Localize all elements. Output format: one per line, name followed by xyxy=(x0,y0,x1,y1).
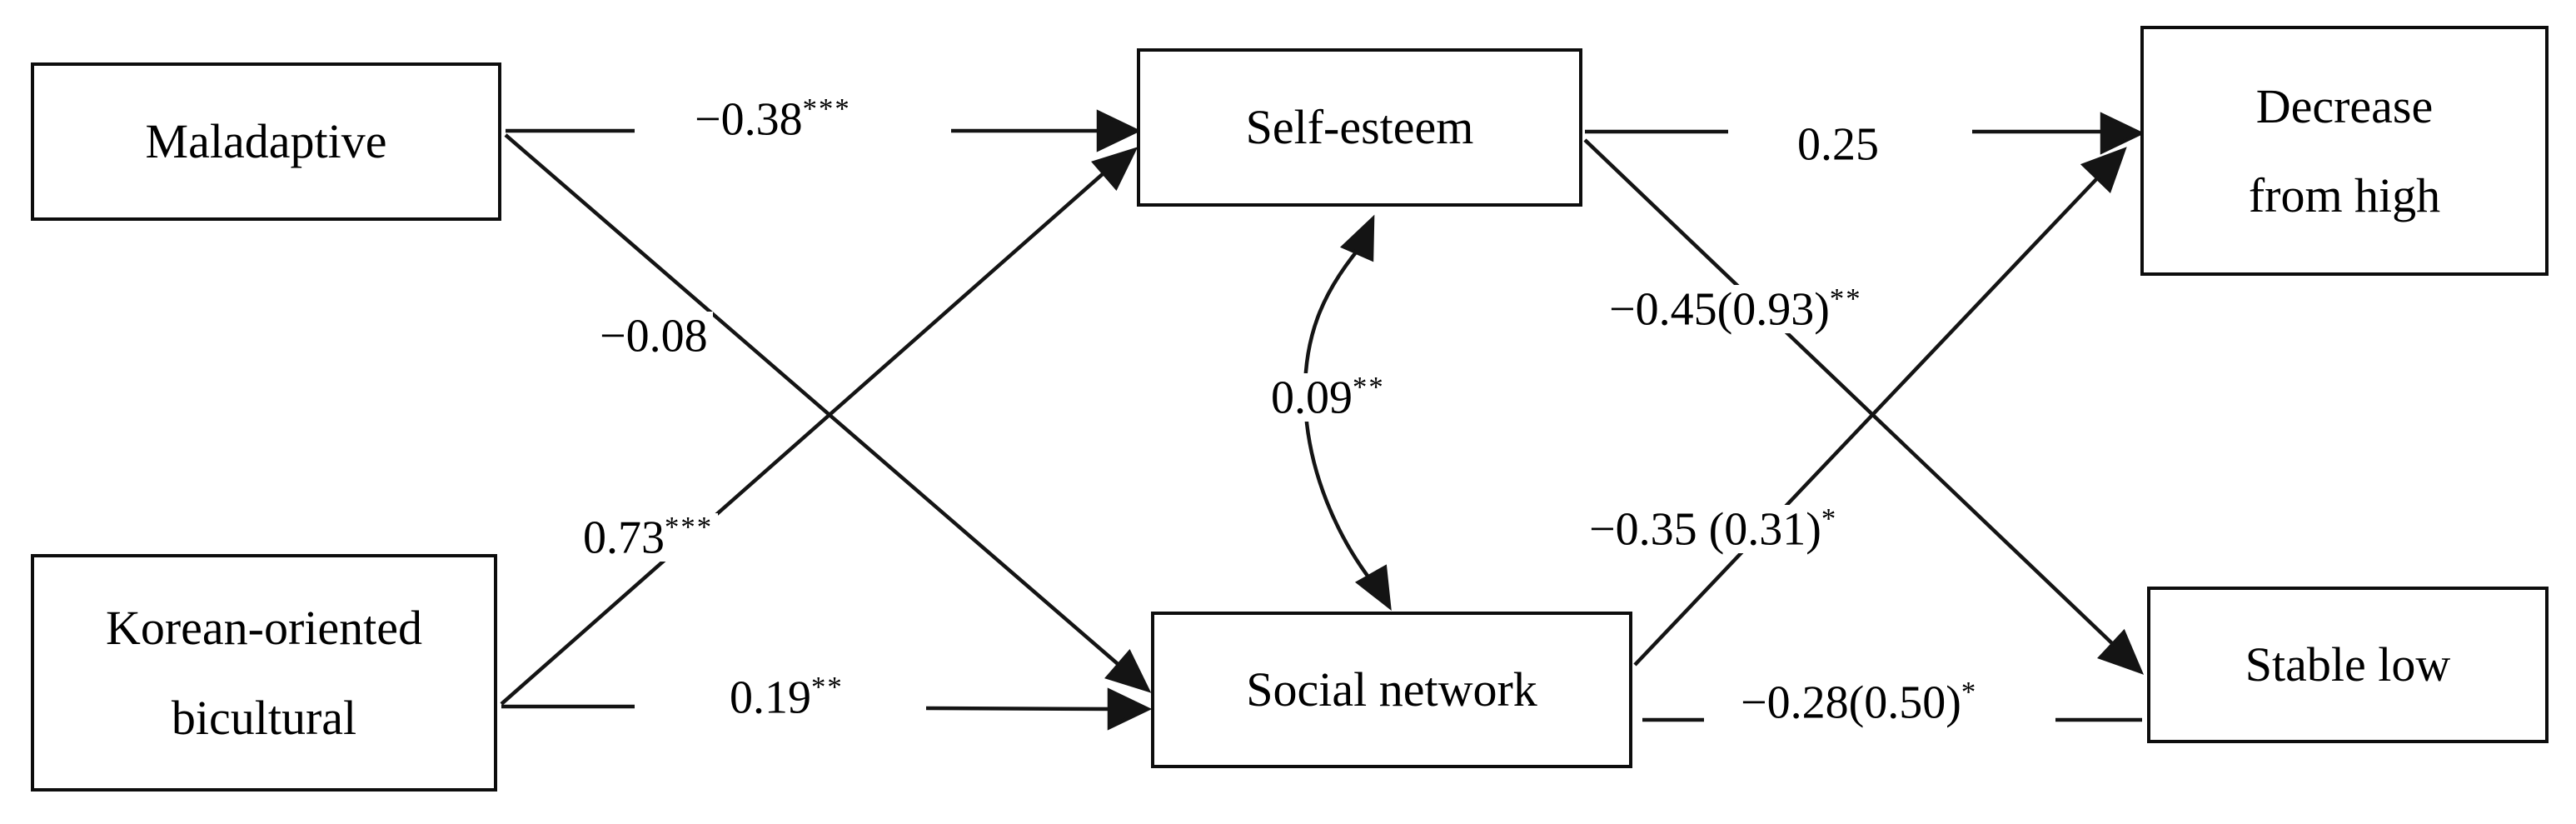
coefficient-value: 0.73 xyxy=(583,512,665,564)
coefficient-self-esteem-to-stable-low: −0.45(0.93)** xyxy=(1604,282,1867,336)
arrowhead-icon xyxy=(2097,628,2145,675)
coefficient-value: 0.25 xyxy=(1797,118,1879,171)
node-korean-line2: bicultural xyxy=(171,690,357,745)
node-self-esteem-label: Self-esteem xyxy=(1245,99,1474,154)
coefficient-self-esteem-social-covariance: 0.09** xyxy=(1266,371,1390,424)
coefficient-korean-to-social-network: 0.19** xyxy=(725,671,849,724)
node-social-network-label: Social network xyxy=(1246,662,1537,717)
coefficient-stars: * xyxy=(1961,676,1978,708)
arrowhead-icon xyxy=(1096,109,1142,152)
arrowhead-icon xyxy=(1107,687,1153,731)
coefficient-value: −0.35 (0.31) xyxy=(1589,503,1821,556)
node-maladaptive: Maladaptive xyxy=(31,62,501,221)
coefficient-stars: ** xyxy=(1829,282,1862,315)
coefficient-self-esteem-to-decrease: 0.25 xyxy=(1792,120,1884,168)
path-maladaptive-to-self-esteem xyxy=(506,109,1142,152)
coefficient-stars: ** xyxy=(811,671,844,703)
coefficient-stars: *** xyxy=(665,511,714,543)
arrowhead-icon xyxy=(2100,112,2145,155)
coefficient-korean-to-self-esteem: 0.73*** xyxy=(578,511,719,564)
node-korean-line1: Korean-oriented xyxy=(105,601,423,656)
coefficient-stars: ** xyxy=(1353,371,1385,403)
node-decrease-line2: from high xyxy=(2248,168,2441,222)
path-maladaptive-to-social-network xyxy=(504,133,1152,693)
path-social-to-decrease xyxy=(1633,147,2127,667)
coefficient-stars: * xyxy=(1821,502,1838,535)
node-maladaptive-label: Maladaptive xyxy=(145,113,387,168)
coefficient-value: −0.38 xyxy=(695,93,803,146)
coefficient-stars: *** xyxy=(802,92,851,125)
node-decrease-from-high: Decrease from high xyxy=(2140,26,2549,276)
node-decrease-line1: Decrease xyxy=(2255,78,2434,133)
node-stable-low: Stable low xyxy=(2147,587,2549,743)
node-stable-low-label: Stable low xyxy=(2245,637,2451,692)
arrowhead-icon xyxy=(1091,147,1139,192)
coefficient-value: 0.09 xyxy=(1271,372,1353,424)
coefficient-social-to-decrease: −0.35 (0.31)* xyxy=(1584,502,1843,556)
arrowhead-up-icon xyxy=(1339,214,1375,262)
path-korean-to-social-network xyxy=(501,687,1153,731)
coefficient-social-to-stable-low: −0.28(0.50)* xyxy=(1736,676,1983,729)
coefficient-value: −0.08 xyxy=(600,310,708,362)
coefficient-maladaptive-to-social-network: −0.08 xyxy=(595,312,713,360)
coefficient-value: −0.45(0.93) xyxy=(1609,283,1830,336)
coefficient-value: 0.19 xyxy=(730,672,811,724)
arrowhead-icon xyxy=(1104,648,1152,693)
path-self-esteem-to-decrease xyxy=(1585,112,2145,155)
node-korean-bicultural: Korean-oriented bicultural xyxy=(31,554,497,792)
coefficient-value: −0.28(0.50) xyxy=(1741,677,1961,729)
arrowhead-down-icon xyxy=(1354,564,1392,612)
path-self-esteem-to-stable-low xyxy=(1583,138,2145,675)
path-korean-to-self-esteem xyxy=(500,147,1139,706)
node-social-network: Social network xyxy=(1151,612,1632,768)
node-self-esteem: Self-esteem xyxy=(1137,48,1582,207)
arrowhead-icon xyxy=(2080,147,2127,194)
coefficient-maladaptive-to-self-esteem: −0.38*** xyxy=(690,92,856,146)
